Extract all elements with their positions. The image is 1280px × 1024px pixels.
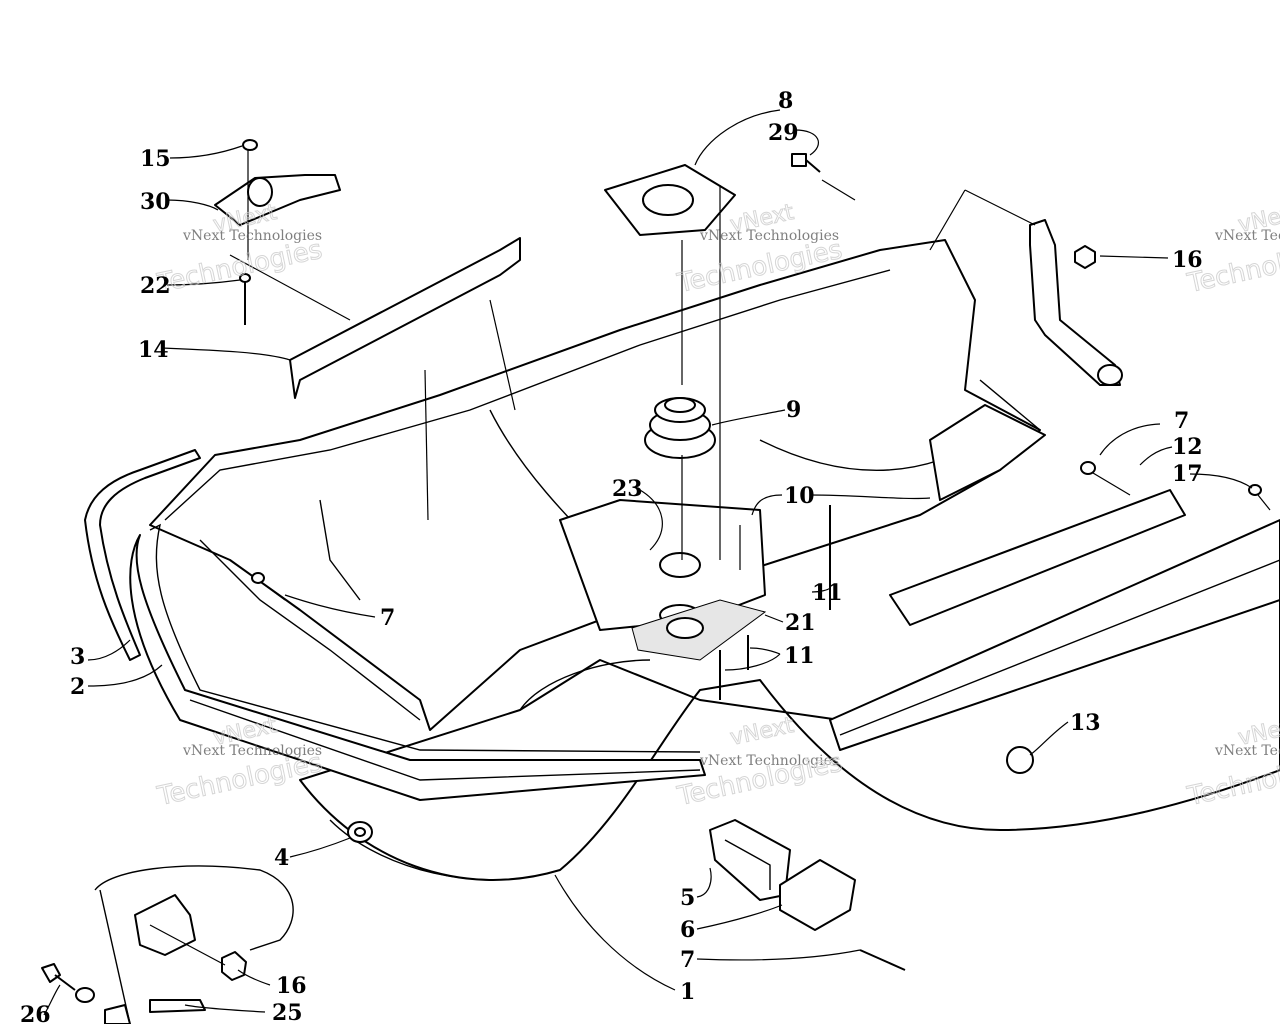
callout-2: 2 [70,674,85,700]
shroud-part [709,819,791,901]
bracket-part [289,237,521,399]
callout-15: 15 [140,146,171,172]
bolt-part [791,153,856,201]
callout-6: 6 [680,917,695,943]
callout-29: 29 [768,120,799,146]
arm-bracket-part [929,189,1123,386]
callout-10: 10 [784,483,815,509]
callout-30: 30 [140,189,171,215]
svg-text:vNext Technologies: vNext Technologies [699,753,839,769]
screw-7c-part [859,949,906,971]
callout-7: 7 [1174,408,1189,434]
callout-1: 1 [680,979,695,1005]
plug-part [1006,746,1034,774]
callouts: 8 29 15 30 22 14 16 9 7 12 17 23 10 7 11… [20,88,1203,1024]
svg-text:vNext Technologies: vNext Technologies [182,743,322,759]
top-plate-part [604,164,736,236]
svg-text:vNext Technologies: vNext Technologies [1214,228,1280,244]
grommet-part [347,821,373,843]
svg-text:vNext Technologies: vNext Technologies [699,228,839,244]
callout-17: 17 [1172,461,1203,487]
callout-11: 11 [784,643,815,669]
front-trim-part [129,523,706,801]
svg-text:vNext Technologies: vNext Technologies [1214,743,1280,759]
shroud-gasket-part [779,859,856,931]
leader-lines [43,109,1253,1016]
svg-text:vNext Technologies: vNext Technologies [182,228,322,244]
callout-7: 7 [680,947,695,973]
callout-25: 25 [272,1000,303,1024]
svg-text:vNext: vNext [728,713,796,751]
right-trim-rail-part [829,519,1280,751]
rubber-boot-part [644,397,716,459]
screw-17-part [1248,484,1271,511]
callout-11: 11 [812,580,843,606]
callout-16: 16 [276,973,307,999]
callout-16: 16 [1172,247,1203,273]
screw-7b-part [251,572,286,601]
callout-4: 4 [274,845,289,871]
callout-14: 14 [138,337,169,363]
callout-9: 9 [786,397,801,423]
gasket-part [631,599,767,661]
strip-part [889,489,1186,626]
callout-23: 23 [612,476,643,502]
hinge-part [214,150,341,260]
callout-22: 22 [140,273,171,299]
callout-13: 13 [1070,710,1101,736]
callout-26: 26 [20,1002,51,1024]
pin-part [239,273,251,325]
callout-12: 12 [1172,434,1203,460]
callout-5: 5 [680,885,695,911]
floor-plate-part [929,404,1046,501]
callout-21: 21 [785,610,816,636]
callout-7: 7 [380,605,395,631]
callout-3: 3 [70,644,85,670]
screw-7a-part [1080,461,1131,496]
stud-11-part [719,505,831,700]
svg-text:Technologies: Technologies [154,235,325,299]
belly-pan-part [149,239,1041,731]
side-trim-part [84,449,201,661]
nut-part [242,139,258,151]
callout-8: 8 [778,88,793,114]
inset-detail [41,865,294,1024]
nut-16-part [1074,245,1096,269]
